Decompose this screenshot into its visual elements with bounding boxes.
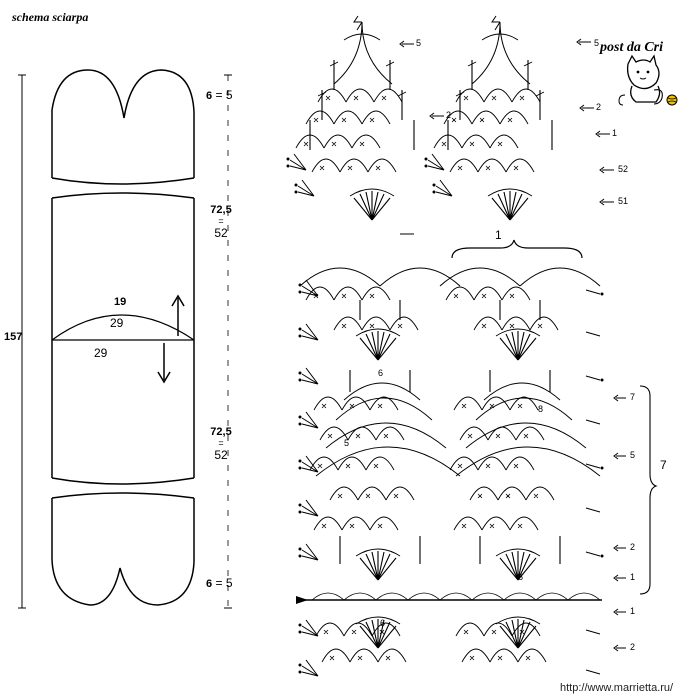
edging-row-label: 2: [446, 110, 452, 120]
bracket-label: 7: [660, 458, 667, 472]
top-tip-measure: 6 = 5: [206, 88, 233, 102]
edging-chart: [286, 16, 614, 235]
watermark-url: http://www.marrietta.ru/: [560, 682, 674, 694]
bottom-body-measure: 72,5 = 52: [210, 426, 232, 462]
credit-label: post da Cri: [600, 40, 664, 55]
width-line-label: 29: [94, 346, 108, 360]
scarf-schematic: [18, 69, 232, 609]
edging-row-label: 51: [618, 196, 629, 206]
total-length-label: 157: [4, 331, 23, 343]
repeat-label: 1: [495, 228, 502, 242]
inner-stitch-label: 6: [380, 618, 386, 628]
body-row-label: 7: [630, 392, 636, 402]
body-chart: [296, 239, 658, 677]
body-row-label: 1: [630, 572, 636, 582]
inner-stitch-label: 8: [538, 404, 544, 414]
inner-stitch-label: 6: [378, 368, 384, 378]
bottom-tip-measure: 6 = 5: [206, 576, 233, 590]
inner-stitch-label: 6: [518, 572, 524, 582]
body-row-label: 2: [630, 642, 636, 652]
edging-row-label: 2: [596, 102, 602, 112]
chart-title: schema sciarpa: [12, 10, 89, 24]
edging-row-label: 1: [612, 128, 618, 138]
width-arc-label: 29: [110, 316, 124, 330]
cat-logo-icon: [618, 54, 678, 106]
edging-row-label: 52: [618, 164, 629, 174]
inner-stitch-label: 5: [344, 438, 350, 448]
edging-row-label: 5: [594, 38, 600, 48]
top-body-measure: 72,5 = 52: [210, 204, 232, 240]
body-row-label: 2: [630, 542, 636, 552]
body-row-label: 1: [630, 606, 636, 616]
width-bold-label: 19: [114, 296, 127, 308]
body-row-label: 5: [630, 450, 636, 460]
edging-row-label: 5: [416, 38, 422, 48]
